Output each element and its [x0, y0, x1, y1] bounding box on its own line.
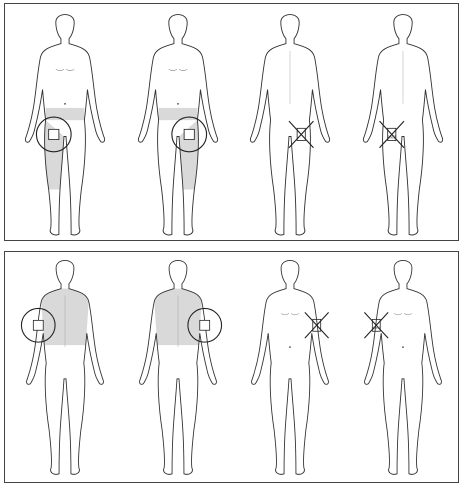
patch-site: [49, 129, 59, 139]
thigh-placement-panel: (vet): [4, 3, 459, 241]
patch-site-label: (vet): [372, 325, 381, 330]
figure-4: (vet): [363, 15, 442, 235]
wrong-site-cross: [305, 312, 329, 338]
figure-2: [138, 15, 217, 235]
shaded-underwear: [159, 108, 198, 120]
body-outline: [138, 15, 217, 235]
upper-arm-placement-panel: (vet): [4, 251, 459, 483]
figure-2: [140, 260, 222, 474]
navel-mark: [402, 346, 404, 348]
figure-1: [21, 260, 103, 474]
chest-mark: [169, 69, 187, 71]
body-outline: [252, 260, 329, 474]
wrong-site-cross: [289, 121, 313, 148]
body-outline: [363, 15, 442, 235]
body-outline: [25, 15, 104, 235]
chest-mark: [394, 313, 412, 314]
patch-site-label: (vet): [388, 135, 397, 140]
body-outline: [250, 15, 329, 235]
chest-mark: [281, 313, 299, 314]
figure-3: [252, 260, 329, 474]
figure-1: [25, 15, 104, 235]
navel-mark: [177, 103, 179, 105]
figure-3: [250, 15, 329, 235]
navel-mark: [64, 103, 66, 105]
patch-site: [33, 320, 43, 330]
figure-4: (vet): [364, 260, 441, 474]
navel-mark: [289, 346, 291, 348]
upper-arm-figures: (vet): [5, 252, 457, 481]
body-outline: [365, 260, 442, 474]
patch-site: [184, 129, 194, 139]
shaded-underwear: [46, 108, 85, 120]
thigh-figures: (vet): [5, 4, 457, 239]
patch-site: [200, 320, 210, 330]
chest-mark: [56, 69, 74, 71]
